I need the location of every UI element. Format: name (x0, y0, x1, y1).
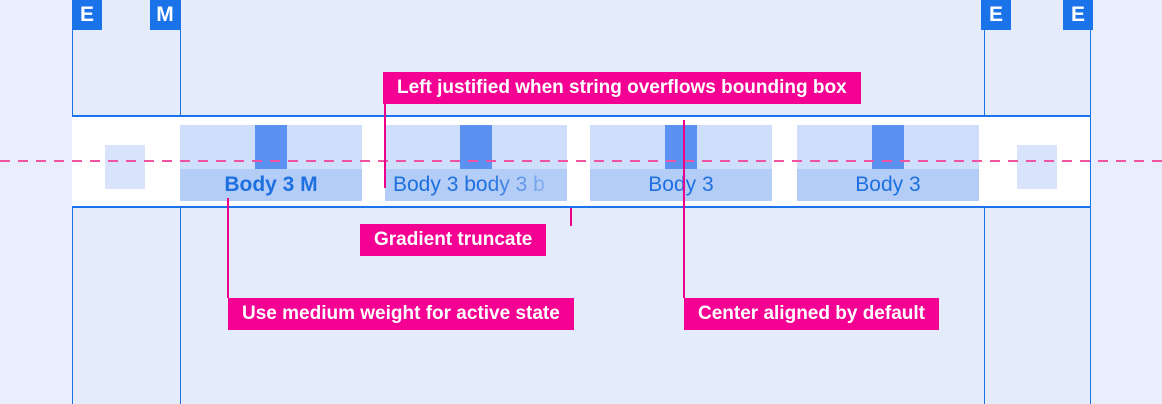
margin-badge-left: M (150, 0, 180, 30)
tab-icon-placeholder-icon (665, 125, 697, 169)
tab-label: Body 3 M (224, 173, 318, 196)
tab-icon-band (180, 125, 362, 169)
tab-body-3-last[interactable]: Body 3 (797, 125, 979, 201)
tab-icon-placeholder-icon (255, 125, 287, 169)
tab-label-band: Body 3 M (180, 169, 362, 201)
tab-label-band: Body 3 (590, 169, 772, 201)
tab-icon-placeholder-icon (872, 125, 904, 169)
tab-body-3-body-3-b[interactable]: Body 3 body 3 b (385, 125, 567, 201)
annotation-medium-weight: Use medium weight for active state (228, 298, 574, 330)
tab-icon-band (590, 125, 772, 169)
edge-badge-right-inner: E (981, 0, 1011, 30)
leader-line-left-justified (384, 104, 386, 188)
edge-badge-right-outer: E (1063, 0, 1093, 30)
leader-line-gradient-truncate (570, 208, 572, 226)
tab-icon-band (797, 125, 979, 169)
leader-line-medium-weight (227, 198, 229, 298)
annotation-center-aligned: Center aligned by default (684, 298, 939, 330)
tab-icon-placeholder-icon (460, 125, 492, 169)
tab-label-band: Body 3 body 3 b (385, 169, 567, 201)
edge-placeholder-left (105, 145, 145, 189)
guide-line-edge-right (1090, 0, 1091, 404)
tab-label-band: Body 3 (797, 169, 979, 201)
edge-badge-left-outer: E (72, 0, 102, 30)
tab-body-3-center[interactable]: Body 3 (590, 125, 772, 201)
annotation-gradient-truncate: Gradient truncate (360, 224, 547, 256)
tab-body-3-m[interactable]: Body 3 M (180, 125, 362, 201)
tab-label: Body 3 (648, 173, 714, 196)
tab-label-truncated: Body 3 body 3 b (393, 173, 545, 196)
edge-placeholder-right (1017, 145, 1057, 189)
vertical-center-guideline (0, 160, 1162, 162)
leader-line-center-aligned (683, 120, 685, 298)
annotation-left-justified: Left justified when string overflows bou… (383, 72, 861, 104)
tab-icon-band (385, 125, 567, 169)
tab-label: Body 3 (855, 173, 921, 196)
